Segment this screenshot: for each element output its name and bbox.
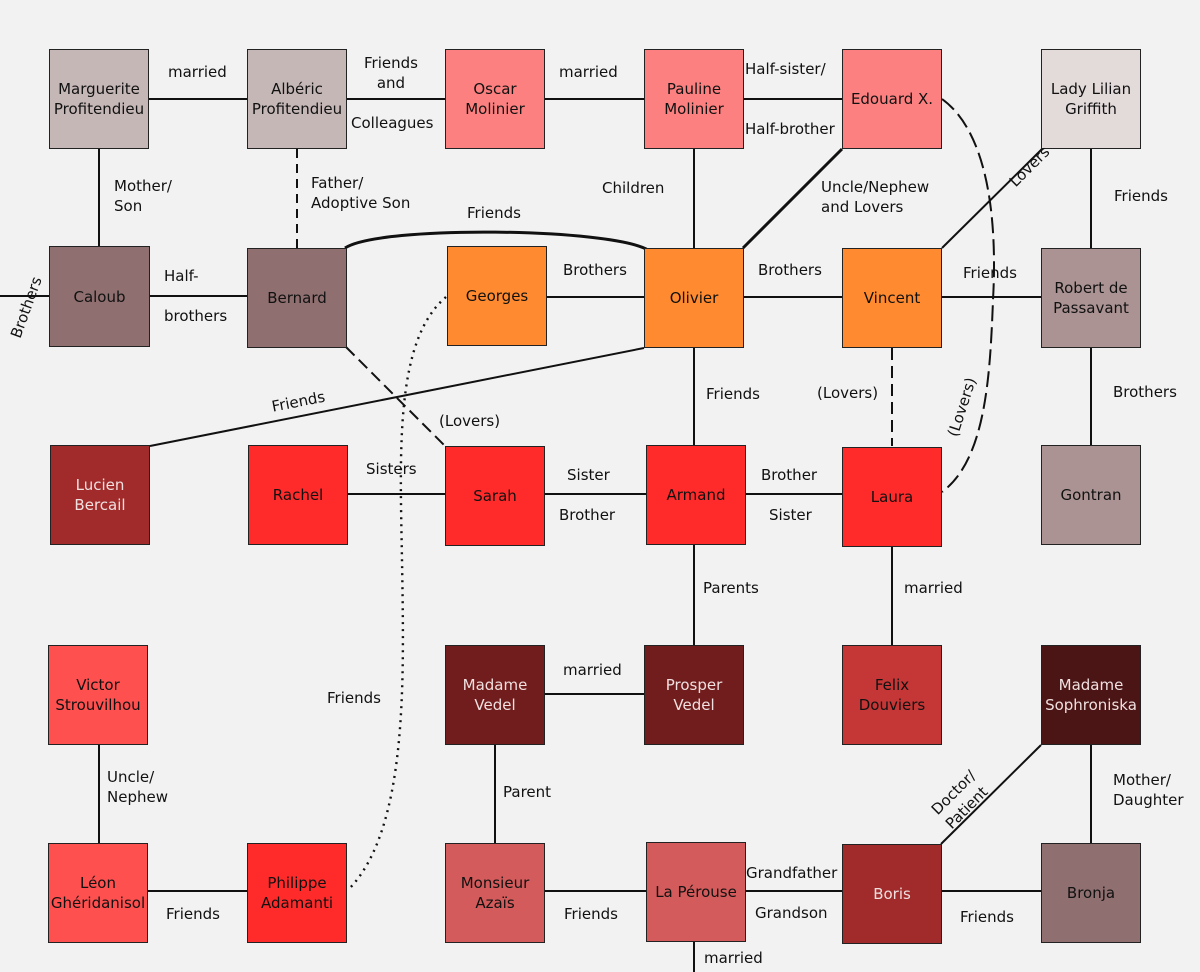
label-uncle-nephew: Uncle/ Nephew xyxy=(107,768,168,806)
node-passavant: Robert de Passavant xyxy=(1041,248,1141,348)
edge-bernard-olivier xyxy=(344,230,649,252)
label-sister: Sister xyxy=(769,506,812,524)
label-friends: Friends xyxy=(960,908,1014,926)
label-sister: Sister xyxy=(567,466,610,484)
label-colleagues: Colleagues xyxy=(351,114,434,132)
node-lucien: Lucien Bercail xyxy=(50,445,150,545)
label-friends: Friends xyxy=(467,204,521,222)
label-lovers: (Lovers) xyxy=(817,384,879,402)
label-half-sister: Half-sister/ xyxy=(745,60,826,78)
node-sophroniska: Madame Sophroniska xyxy=(1041,645,1141,745)
node-prosper: Prosper Vedel xyxy=(644,645,744,745)
label-friends: Friends xyxy=(166,905,220,923)
node-alberic: Albéric Profitendieu xyxy=(247,49,347,149)
node-felix: Felix Douviers xyxy=(842,645,942,745)
label-brother: Brother xyxy=(761,466,818,484)
label-married: married xyxy=(559,63,618,81)
label-uncle-nephew-lovers: Uncle/Nephew and Lovers xyxy=(821,178,930,216)
label-lovers: (Lovers) xyxy=(439,412,501,430)
label-friends: Friends xyxy=(963,264,1017,282)
node-rachel: Rachel xyxy=(248,445,348,545)
label-friends: Friends xyxy=(327,689,381,707)
label-parents: Parents xyxy=(703,579,759,597)
node-sarah: Sarah xyxy=(445,446,545,546)
label-mother-son: Mother/ Son xyxy=(114,177,172,215)
node-caloub: Caloub xyxy=(49,246,150,347)
edge-edouard-laura xyxy=(941,98,996,493)
edge-sophroniska-boris xyxy=(940,744,1042,845)
label-father-adoptive-son: Father/ Adoptive Son xyxy=(311,174,411,212)
label-friends: Friends xyxy=(1114,187,1168,205)
label-brothers: brothers xyxy=(164,307,228,325)
node-lilian: Lady Lilian Griffith xyxy=(1041,49,1141,149)
node-laura: Laura xyxy=(842,447,942,547)
label-brothers: Brothers xyxy=(563,261,627,279)
node-georges: Georges xyxy=(447,246,547,346)
node-victor: Victor Strouvilhou xyxy=(48,645,148,745)
edge-edouard-olivier xyxy=(741,147,844,250)
label-married: married xyxy=(563,661,622,679)
node-bronja: Bronja xyxy=(1041,843,1141,943)
label-friends: Friends xyxy=(706,385,760,403)
node-olivier: Olivier xyxy=(644,248,744,348)
node-madame-vedel: Madame Vedel xyxy=(445,645,545,745)
node-vincent: Vincent xyxy=(842,248,942,348)
node-armand: Armand xyxy=(646,445,746,545)
node-leon: Léon Ghéridanisol xyxy=(48,843,148,943)
label-half: Half- xyxy=(164,267,199,285)
node-perouse: La Pérouse xyxy=(646,842,746,942)
label-parent: Parent xyxy=(503,783,552,801)
node-azais: Monsieur Azaïs xyxy=(445,843,545,943)
node-boris: Boris xyxy=(842,844,942,944)
label-married: married xyxy=(904,579,963,597)
label-friends-and: Friends and xyxy=(364,54,418,92)
label-grandfather: Grandfather xyxy=(746,864,838,882)
node-marguerite: Marguerite Profitendieu xyxy=(49,49,149,149)
label-half-brother: Half-brother xyxy=(745,120,835,138)
label-children: Children xyxy=(602,179,665,197)
edge-georges-philippe xyxy=(347,296,447,891)
node-pauline: Pauline Molinier xyxy=(644,49,744,149)
node-oscar: Oscar Molinier xyxy=(445,49,545,149)
label-brothers: Brothers xyxy=(1113,383,1177,401)
label-brothers: Brothers xyxy=(758,261,822,279)
label-mother-daughter: Mother/ Daughter xyxy=(1113,771,1184,809)
label-friends: Friends xyxy=(564,905,618,923)
node-edouard: Edouard X. xyxy=(842,49,942,149)
label-sisters: Sisters xyxy=(366,460,417,478)
node-bernard: Bernard xyxy=(247,248,347,348)
edge-lilian-vincent xyxy=(941,148,1043,249)
node-gontran: Gontran xyxy=(1041,445,1141,545)
edge-olivier-lucien xyxy=(149,347,645,447)
node-philippe: Philippe Adamanti xyxy=(247,843,347,943)
edge-bernard-sarah xyxy=(345,346,446,447)
label-married: married xyxy=(704,949,763,967)
label-grandson: Grandson xyxy=(755,904,828,922)
label-brother: Brother xyxy=(559,506,616,524)
label-married: married xyxy=(168,63,227,81)
